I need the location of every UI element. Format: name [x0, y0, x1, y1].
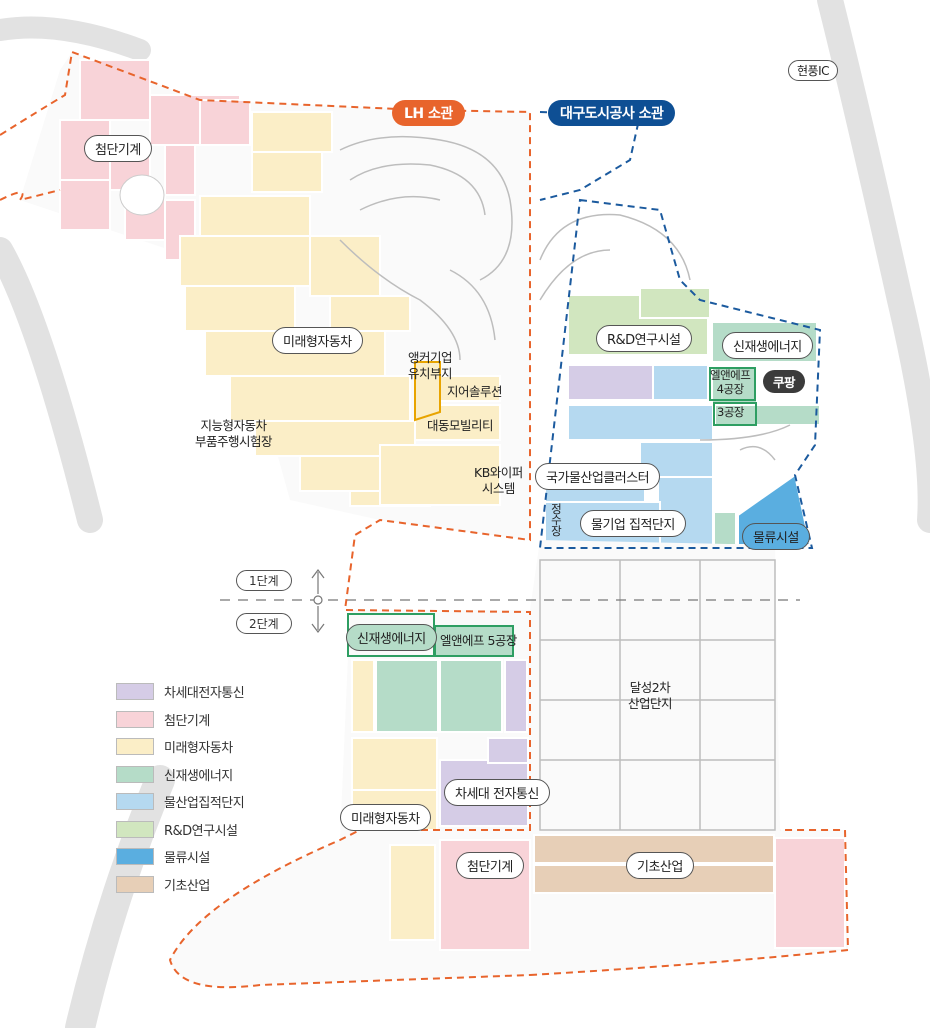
anchor-site	[414, 361, 441, 422]
renewable-small-block	[713, 511, 737, 546]
stage1-label: 1단계	[236, 570, 292, 591]
pond	[119, 174, 165, 216]
legend-label: 물류시설	[164, 851, 210, 867]
advanced-machinery-top-blocks	[59, 59, 251, 261]
water-complex-label: 물기업 집적단지	[580, 510, 686, 537]
purification-plant-label: 정수장	[549, 503, 564, 536]
dalseong-grid	[539, 559, 776, 831]
water-cluster-national-label: 국가물산업클러스터	[535, 463, 661, 490]
lnf4-outline	[709, 367, 756, 401]
plant3-outline	[713, 402, 757, 426]
legend-item: 기초산업	[116, 871, 244, 899]
stage2-label: 2단계	[236, 613, 292, 634]
future-auto-top-label: 미래형자동차	[272, 327, 363, 354]
daedong-label: 대동모빌리티	[427, 418, 494, 433]
lh-jurisdiction-tag: LH 소관	[392, 100, 465, 126]
legend-swatch	[116, 765, 154, 783]
legend-item: 차세대전자통신	[116, 678, 245, 706]
legend-item: R&D연구시설	[116, 816, 244, 844]
legend-item: 미래형자동차	[116, 733, 244, 761]
rnd-label: R&D연구시설	[596, 325, 692, 352]
legend-swatch	[116, 710, 154, 728]
logistics-label: 물류시설	[742, 523, 810, 550]
basic-industry-label: 기초산업	[626, 852, 694, 879]
legend-label: 첨단기계	[164, 713, 210, 729]
residential-roads	[339, 135, 513, 361]
legend-swatch	[116, 875, 154, 893]
legend-label: 차세대전자통신	[164, 686, 245, 702]
legend: 차세대전자통신 첨단기계 미래형자동차 신재생에너지 물산업집적단지 R&D연구…	[116, 678, 245, 899]
right-roads	[539, 213, 791, 461]
next-gen-top-blocks	[567, 364, 654, 401]
legend-item: 신재생에너지	[116, 761, 244, 789]
plant3-label: 3공장	[717, 405, 744, 419]
renewable-bottom-label: 신재생에너지	[346, 624, 437, 651]
future-auto-bottom-label: 미래형자동차	[340, 804, 431, 831]
legend-item: 물산업집적단지	[116, 788, 245, 816]
stage-divider	[220, 569, 800, 633]
lnf5-label: 엘앤에프 5공장	[440, 633, 517, 648]
advanced-machinery-top-label: 첨단기계	[84, 135, 152, 162]
lh-border	[0, 50, 531, 989]
renewable-bottom-blocks	[375, 625, 514, 733]
legend-swatch	[116, 848, 154, 866]
basic-industry-blocks	[533, 834, 775, 894]
coupang-badge: 쿠팡	[763, 370, 806, 393]
legend-label: R&D연구시설	[164, 823, 238, 839]
legend-swatch	[116, 738, 154, 756]
hyeonpung-ic-label: 현풍IC	[788, 60, 838, 81]
legend-swatch	[116, 820, 154, 838]
dudc-jurisdiction-tag: 대구도시공사 소관	[548, 100, 676, 126]
next-gen-bottom-label: 차세대 전자통신	[444, 779, 550, 806]
advanced-machinery-bottom-label: 첨단기계	[456, 852, 524, 879]
legend-label: 물산업집적단지	[164, 796, 245, 812]
legend-item: 물류시설	[116, 843, 244, 871]
legend-item: 첨단기계	[116, 706, 244, 734]
legend-label: 미래형자동차	[164, 741, 233, 757]
legend-label: 기초산업	[164, 878, 210, 894]
legend-swatch	[116, 683, 154, 701]
legend-label: 신재생에너지	[164, 768, 233, 784]
zsolution-label: 지어솔루션	[447, 384, 503, 399]
lower-border	[529, 829, 850, 976]
legend-swatch	[116, 793, 154, 811]
renewable-top-label: 신재생에너지	[722, 332, 813, 359]
